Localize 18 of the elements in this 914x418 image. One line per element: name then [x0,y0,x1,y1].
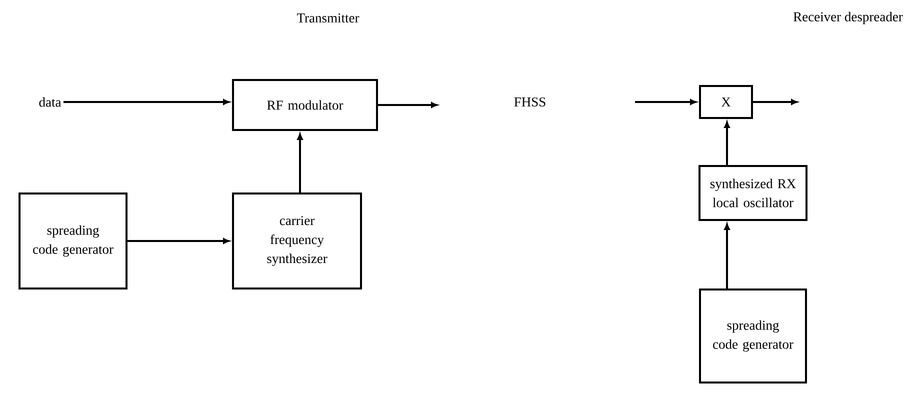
section-heading: Transmitter [297,13,360,23]
arrow [63,99,230,105]
process-box: carrier frequency synthesizer [232,192,362,290]
arrow [378,102,438,108]
arrow [753,99,798,105]
arrow [128,238,230,244]
signal-label: FHSS [514,97,546,107]
process-box: X [699,85,753,119]
arrow [635,99,696,105]
process-box: spreading code generator [699,288,807,384]
arrow [724,224,730,288]
input-label: data [39,97,62,107]
arrow [297,134,303,192]
process-box: RF modulator [232,79,378,131]
section-heading: Receiver despreader [793,12,903,24]
arrow [724,122,730,165]
process-box: synthesized RX local oscillator [698,165,808,221]
process-box: spreading code generator [18,192,128,290]
